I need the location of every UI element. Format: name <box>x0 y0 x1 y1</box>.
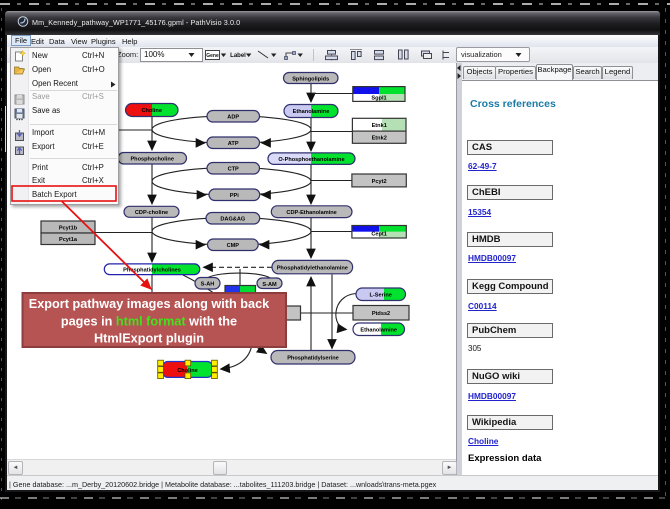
svg-text:S-AM: S-AM <box>262 282 277 288</box>
svg-text:CDP-choline: CDP-choline <box>135 210 168 216</box>
svg-text:L-Serine: L-Serine <box>370 293 392 299</box>
svg-text:CTP: CTP <box>228 167 239 173</box>
svg-text:Choline: Choline <box>141 108 162 114</box>
svg-text:Sgpl1: Sgpl1 <box>371 96 386 102</box>
svg-text:Cept1: Cept1 <box>371 232 387 238</box>
svg-text:Phosphocholine: Phosphocholine <box>130 157 174 163</box>
svg-text:ADP: ADP <box>227 115 239 121</box>
svg-text:PPi: PPi <box>230 193 239 199</box>
svg-text:Pcyt1b: Pcyt1b <box>59 225 78 231</box>
svg-text:Phosphatidylethanolamine: Phosphatidylethanolamine <box>277 266 348 272</box>
svg-text:Phosphatidylcholines: Phosphatidylcholines <box>123 268 181 274</box>
svg-text:Label: Label <box>230 53 246 59</box>
svg-text:Gene: Gene <box>206 53 219 59</box>
svg-text:Choline: Choline <box>177 368 198 374</box>
svg-text:Sphingolipids: Sphingolipids <box>292 76 329 82</box>
svg-text:Etnk1: Etnk1 <box>372 123 387 129</box>
svg-text:Ethanolamine: Ethanolamine <box>293 109 330 115</box>
svg-text:S-AH: S-AH <box>201 282 215 288</box>
svg-text:DAG&AG: DAG&AG <box>220 217 245 223</box>
svg-text:Ptdss2: Ptdss2 <box>372 311 390 317</box>
svg-text:Etnk2: Etnk2 <box>372 136 387 142</box>
svg-text:Ethanolamine: Ethanolamine <box>360 328 397 334</box>
svg-text:CMP: CMP <box>227 243 240 249</box>
svg-text:ATP: ATP <box>228 141 239 147</box>
svg-text:Pcyt1a: Pcyt1a <box>59 237 78 243</box>
svg-text:Pcyt2: Pcyt2 <box>372 179 387 185</box>
svg-text:O-Phosphoethanolamine: O-Phosphoethanolamine <box>278 157 344 163</box>
svg-text:Phosphatidylserine: Phosphatidylserine <box>287 356 339 362</box>
svg-text:CDP-Ethanolamine: CDP-Ethanolamine <box>286 210 336 216</box>
